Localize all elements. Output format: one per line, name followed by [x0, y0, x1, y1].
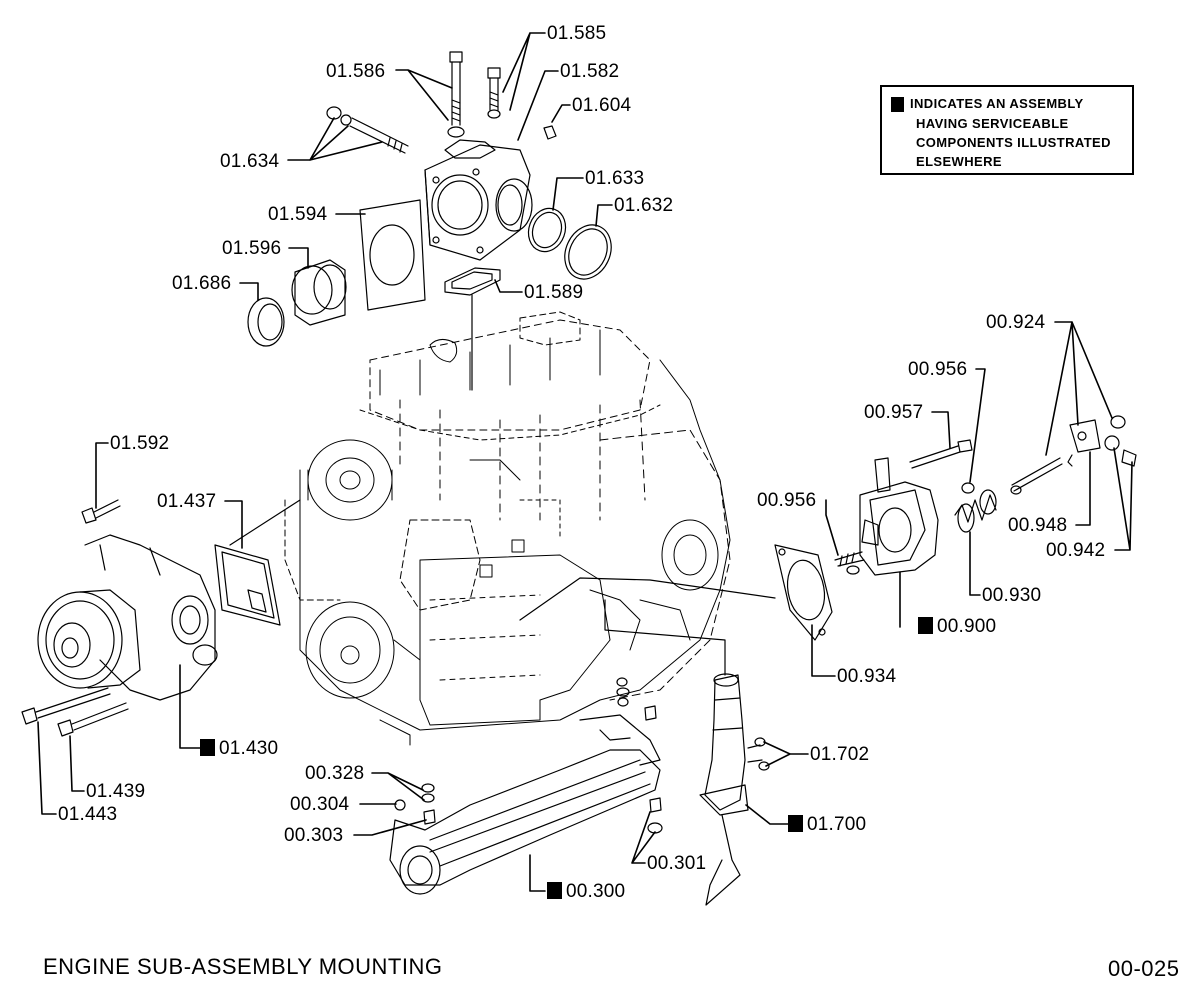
assembly-marker: [891, 97, 904, 112]
legend-line-2: HAVING SERVICEABLE: [916, 116, 1069, 131]
callout-01-443: 01.443: [58, 804, 118, 825]
assembly-marker: [918, 617, 933, 634]
callout-00-304: 00.304: [290, 794, 350, 815]
callout-00-948: 00.948: [1008, 515, 1068, 536]
callout-00-924: 00.924: [986, 312, 1046, 333]
callout-01-634: 01.634: [220, 151, 280, 172]
callout-01-686: 01.686: [172, 273, 232, 294]
callout-00-956-upper: 00.956: [908, 359, 968, 380]
callout-01-589: 01.589: [524, 282, 584, 303]
callout-00-930: 00.930: [982, 585, 1042, 606]
callout-01-582: 01.582: [560, 61, 620, 82]
figure-number: 00-025: [1108, 956, 1180, 981]
legend-line-4: ELSEWHERE: [916, 154, 1002, 169]
callout-01-430: 01.430: [200, 739, 278, 758]
callout-01-633: 01.633: [585, 168, 645, 189]
callout-01-700: 01.700: [788, 815, 866, 834]
callout-00-956-lower: 00.956: [757, 490, 817, 511]
callout-01-594: 01.594: [268, 204, 328, 225]
thermostat-housing-drawing: [248, 52, 620, 390]
callout-01-632: 01.632: [614, 195, 674, 216]
hydraulic-pump-drawing: [520, 416, 1136, 640]
callout-01-439: 01.439: [86, 781, 146, 802]
oil-pump-drawing: [390, 600, 769, 905]
assembly-marker: [547, 882, 562, 899]
legend-line-3: COMPONENTS ILLUSTRATED: [916, 135, 1111, 150]
callout-01-702: 01.702: [810, 744, 870, 765]
callout-00-301: 00.301: [647, 853, 707, 874]
callout-01-604: 01.604: [572, 95, 632, 116]
assembly-marker: [200, 739, 215, 756]
diagram-title: ENGINE SUB-ASSEMBLY MOUNTING: [43, 954, 443, 979]
callout-00-328: 00.328: [305, 763, 365, 784]
callout-01-596: 01.596: [222, 238, 282, 259]
callout-00-300: 00.300: [547, 882, 625, 901]
callout-00-957: 00.957: [864, 402, 924, 423]
callout-00-900: 00.900: [918, 617, 996, 636]
assembly-marker: [788, 815, 803, 832]
callout-00-934: 00.934: [837, 666, 897, 687]
engine-block-drawing: [285, 312, 730, 745]
callout-01-437: 01.437: [157, 491, 217, 512]
callout-00-942: 00.942: [1046, 540, 1106, 561]
callout-01-585: 01.585: [547, 23, 607, 44]
water-pump-drawing: [22, 500, 300, 736]
legend-box: INDICATES AN ASSEMBLY HAVING SERVICEABLE…: [880, 85, 1134, 175]
leader-lines: [38, 33, 1132, 891]
callout-01-586: 01.586: [326, 61, 386, 82]
legend-line-1: INDICATES AN ASSEMBLY: [910, 96, 1084, 111]
callout-00-303: 00.303: [284, 825, 344, 846]
callout-01-592: 01.592: [110, 433, 170, 454]
